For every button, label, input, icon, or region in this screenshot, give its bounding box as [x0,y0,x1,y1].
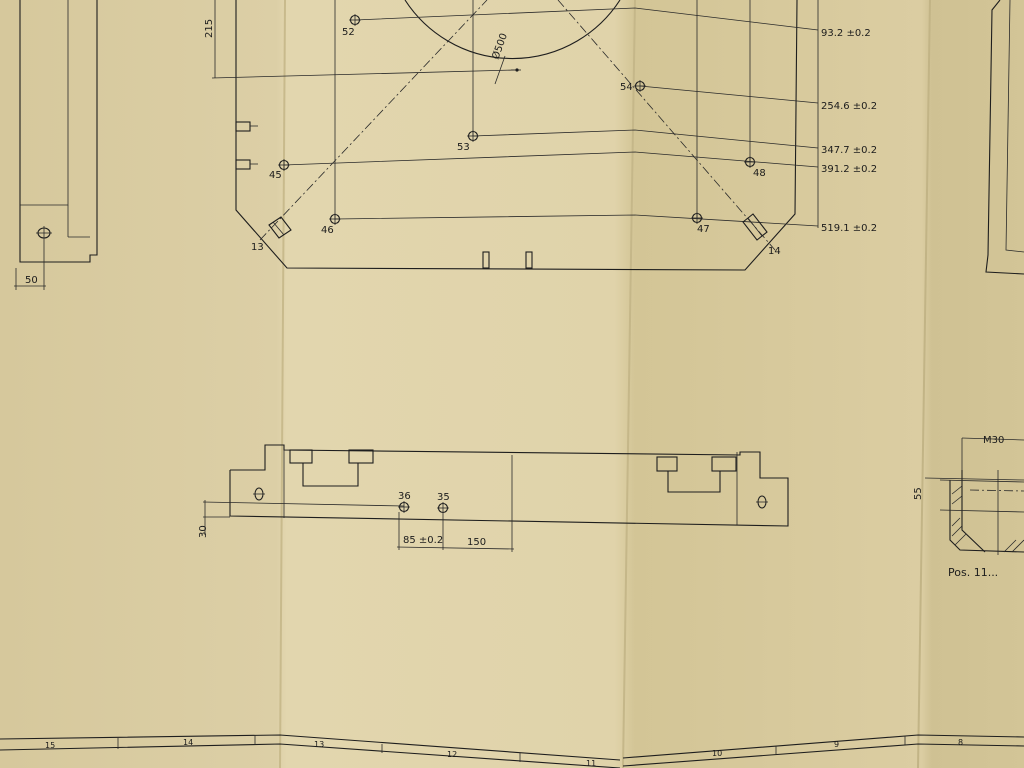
hole-52 [349,14,361,26]
hole-label-35: 35 [437,492,450,503]
hole-label-53: 53 [457,142,470,153]
hole-48 [744,156,756,168]
outer-dimension: 215 [204,19,215,38]
title-block-strip: 15 14 13 12 11 10 9 8 [0,734,1024,768]
hole-label-13: 13 [251,242,264,253]
threaded-hole-13 [268,216,292,239]
position-note: Pos. 11... [948,566,998,579]
height-dimension: 30 [198,525,209,538]
hole-label-52: 52 [342,27,355,38]
hole-35 [437,502,449,514]
right-partial-view [985,0,1024,275]
left-hole-symbol [36,226,52,240]
zone-8: 8 [958,738,963,747]
bottom-pins [482,251,533,269]
threaded-hole-14 [742,213,768,241]
row-dimension-2: 254.6 ±0.2 [821,101,877,112]
side-view: 36 35 30 85 ±0.2 150 [198,444,789,552]
hole-36 [398,501,410,513]
zone-15: 15 [45,741,55,750]
detail-hatching [951,485,1024,553]
left-width-dimension: 50 [25,275,38,286]
hole-label-54: 54 [620,82,633,93]
pitch-dimension: 85 ±0.2 [403,535,443,546]
hole-47 [691,212,703,224]
paper-folds [279,0,931,768]
span-dimension: 150 [467,537,486,548]
row-dimension-5: 519.1 ±0.2 [821,223,877,234]
hole-53 [467,130,479,142]
hole-label-47: 47 [697,224,710,235]
hole-45 [278,159,290,171]
zone-14: 14 [183,738,193,747]
row-dimension-1: 93.2 ±0.2 [821,28,871,39]
detail-view: M30 55 Pos. 11... [913,435,1024,579]
side-end-hole-left [253,487,265,501]
wall-pins [235,121,258,170]
depth-dimension: 55 [913,487,924,500]
hole-label-46: 46 [321,225,334,236]
zone-12: 12 [447,750,457,759]
thread-label: M30 [983,435,1004,446]
row-dimension-4: 391.2 ±0.2 [821,164,877,175]
hole-label-45: 45 [269,170,282,181]
side-end-hole-right [756,495,768,509]
row-dimension-3: 347.7 ±0.2 [821,145,877,156]
plan-view: Ø500 215 [204,0,877,271]
hole-label-14: 14 [768,246,781,257]
hole-46 [329,213,341,225]
zone-11: 11 [586,759,596,768]
zone-10: 10 [712,749,722,758]
left-partial-view: 50 [14,0,98,290]
hole-label-48: 48 [753,168,766,179]
hole-label-36: 36 [398,491,411,502]
zone-13: 13 [314,740,324,749]
zone-9: 9 [834,740,839,749]
hole-54 [634,80,646,92]
